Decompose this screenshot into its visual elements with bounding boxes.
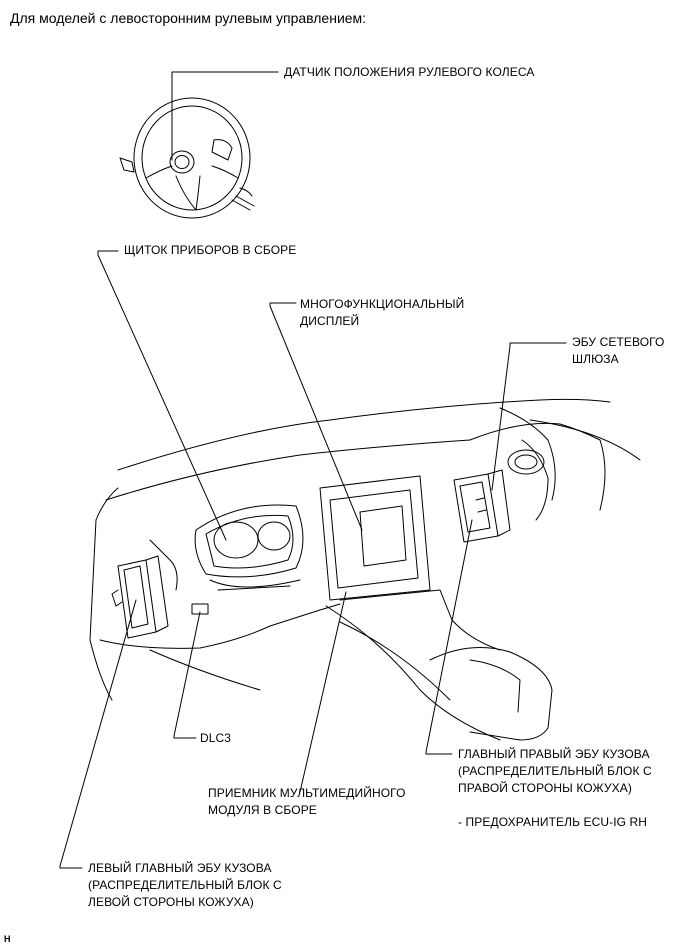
label-main-body-ecu-lh-line1: ЛЕВЫЙ ГЛАВНЫЙ ЭБУ КУЗОВА	[88, 861, 272, 875]
dashboard-outline-drawing	[89, 398, 641, 741]
steering-wheel-drawing	[119, 97, 255, 219]
label-main-body-ecu-rh-line2: (РАСПРЕДЕЛИТЕЛЬНЫЙ БЛОК С	[458, 764, 652, 778]
illustration-code: H	[4, 934, 11, 944]
label-gateway-ecu-line1: ЭБУ СЕТЕВОГО	[572, 335, 665, 349]
label-multi-display-line2: ДИСПЛЕЙ	[300, 314, 360, 328]
diagram-heading: Для моделей с левосторонним рулевым упра…	[10, 10, 367, 26]
label-multi-display-line1: МНОГОФУНКЦИОНАЛЬНЫЙ	[300, 297, 465, 311]
label-main-body-ecu-rh-line3: ПРАВОЙ СТОРОНЫ КОЖУХА)	[458, 781, 632, 795]
label-steering-sensor: ДАТЧИК ПОЛОЖЕНИЯ РУЛЕВОГО КОЛЕСА	[284, 65, 535, 79]
label-main-body-ecu-lh-line2: (РАСПРЕДЕЛИТЕЛЬНЫЙ БЛОК С	[88, 878, 282, 892]
label-multimedia-receiver-line2: МОДУЛЯ В СБОРЕ	[208, 803, 317, 817]
label-gateway-ecu-line2: ШЛЮЗА	[572, 352, 619, 366]
label-multimedia-receiver-line1: ПРИЕМНИК МУЛЬТИМЕДИЙНОГО	[208, 786, 406, 800]
right-body-ecu-drawing	[453, 469, 511, 543]
label-instrument-cluster: ЩИТОК ПРИБОРОВ В СБОРЕ	[124, 243, 297, 257]
label-main-body-ecu-lh-line3: ЛЕВОЙ СТОРОНЫ КОЖУХА)	[88, 895, 254, 909]
label-main-body-ecu-rh-line1: ГЛАВНЫЙ ПРАВЫЙ ЭБУ КУЗОВА	[458, 747, 650, 761]
left-body-ecu-drawing	[111, 555, 169, 639]
label-fuse-note: - ПРЕДОХРАНИТЕЛЬ ECU-IG RH	[458, 815, 648, 829]
instrument-cluster-drawing	[194, 504, 304, 591]
leader-lines	[59, 71, 567, 869]
label-dlc3: DLC3	[200, 731, 232, 745]
